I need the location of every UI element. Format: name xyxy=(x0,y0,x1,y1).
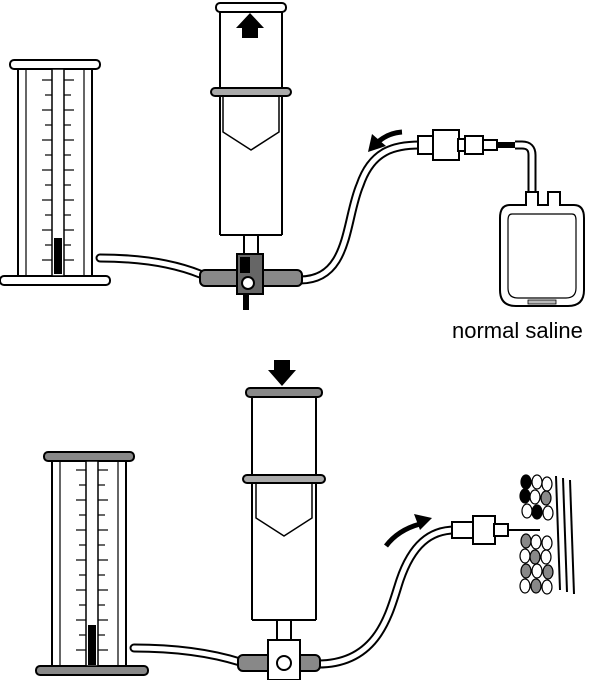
pull-arrow-up xyxy=(236,13,264,38)
flow-arrow-top xyxy=(368,129,403,152)
tissue xyxy=(519,474,575,595)
manometer-top xyxy=(0,59,111,286)
tubing-saline-line xyxy=(295,140,425,285)
panel-inject xyxy=(35,360,575,680)
fluid-column xyxy=(54,238,62,274)
manometer-bottom xyxy=(35,451,149,676)
push-arrow-down xyxy=(268,360,296,386)
panel-fill: normal saline xyxy=(0,2,585,343)
tubing-bag xyxy=(515,140,537,192)
fluid-column xyxy=(88,625,96,665)
syringe-bottom xyxy=(242,360,326,641)
saline-bag xyxy=(499,191,585,307)
tubing-manometer-top xyxy=(95,253,205,279)
manometer-tube xyxy=(85,460,99,667)
manometer-tube xyxy=(51,68,65,277)
saline-label: normal saline xyxy=(452,318,583,343)
syringe-top xyxy=(210,2,292,258)
connector-top xyxy=(417,129,517,161)
tubing-injection-line xyxy=(313,525,460,669)
stopcock-top xyxy=(199,253,303,310)
needle-hub xyxy=(451,515,540,545)
tubing-manometer-bottom xyxy=(129,643,245,667)
flow-arrow-bottom xyxy=(384,514,432,548)
stopcock-bottom xyxy=(237,639,321,680)
